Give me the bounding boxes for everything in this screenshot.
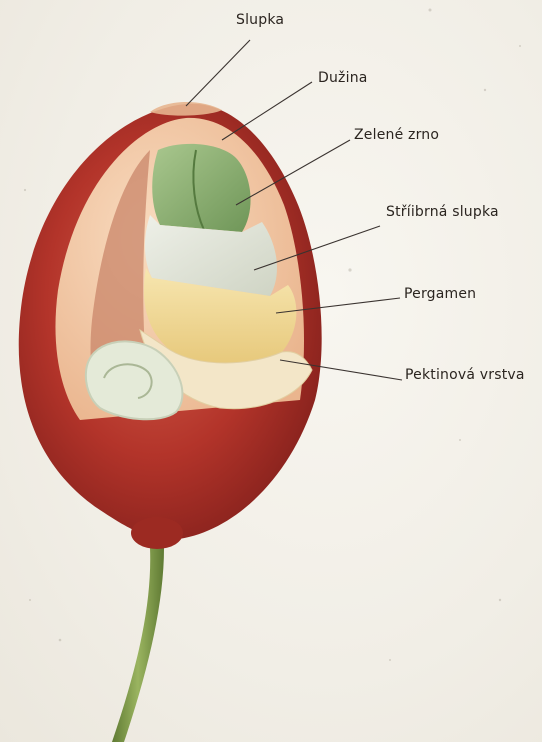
calyx	[131, 517, 183, 549]
label-duzina: Dužina	[318, 70, 368, 86]
stem	[112, 548, 164, 742]
label-stribrna-slupka: Stříibrná slupka	[386, 204, 499, 220]
label-zelene-zrno: Zelené zrno	[354, 127, 439, 143]
label-slupka: Slupka	[236, 12, 284, 28]
leader-slupka	[186, 40, 250, 106]
label-pergamen: Pergamen	[404, 286, 476, 302]
leader-duzina	[222, 82, 312, 140]
label-pektinova-vrstva: Pektinová vrstva	[405, 367, 525, 383]
